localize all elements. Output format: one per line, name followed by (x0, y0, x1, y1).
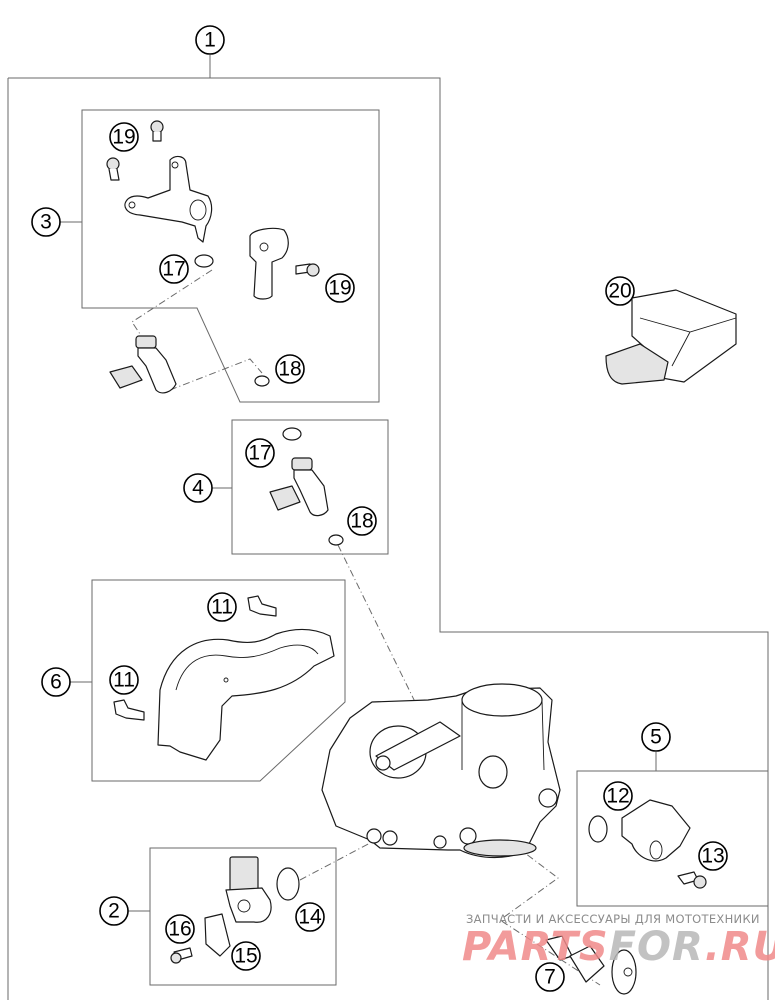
svg-text:11: 11 (113, 669, 135, 692)
o-ring-17-part (194, 254, 214, 268)
screw-11-part (113, 595, 277, 721)
svg-text:17: 17 (162, 258, 185, 281)
assembly-line (169, 358, 263, 391)
callout-13: 13 (698, 841, 728, 871)
svg-text:2: 2 (108, 900, 120, 923)
svg-text:15: 15 (234, 945, 257, 968)
control-unit-part (605, 289, 737, 385)
injector-part (109, 335, 177, 394)
callout-15: 15 (231, 941, 261, 971)
watermark-brand-parts: PARTS (462, 924, 609, 970)
callout-19: 19 (109, 122, 139, 152)
injector-holder-part (124, 155, 213, 243)
callout-2: 2 (99, 896, 129, 926)
callout-18: 18 (275, 354, 305, 384)
screw-19-part (106, 120, 320, 277)
svg-text:6: 6 (50, 671, 62, 694)
o-ring-17-part (282, 427, 302, 441)
assembly-1-frame (7, 55, 769, 1000)
svg-text:4: 4 (192, 477, 204, 500)
callout-5: 5 (641, 722, 671, 752)
svg-text:5: 5 (650, 726, 662, 749)
svg-text:20: 20 (608, 280, 631, 303)
svg-text:3: 3 (40, 211, 52, 234)
svg-text:14: 14 (298, 906, 322, 929)
sensor-5-part (588, 799, 707, 889)
svg-text:13: 13 (701, 845, 724, 868)
callout-11: 11 (207, 592, 237, 622)
svg-text:16: 16 (168, 918, 191, 941)
throttle-cover-part (157, 628, 335, 761)
idle-screw-part (545, 935, 637, 995)
svg-text:18: 18 (350, 510, 373, 533)
svg-text:12: 12 (606, 785, 629, 808)
callout-11: 11 (109, 665, 139, 695)
callout-20: 20 (605, 276, 635, 306)
injector-part (269, 457, 329, 517)
svg-text:18: 18 (278, 358, 301, 381)
callout-3: 3 (31, 207, 61, 237)
callout-12: 12 (603, 781, 633, 811)
watermark-tagline: ЗАПЧАСТИ И АКСЕССУАРЫ ДЛЯ МОТОТЕХНИКИ (466, 912, 760, 926)
o-ring-18-part (254, 375, 270, 387)
callout-19: 19 (325, 273, 355, 303)
throttle-body-part (321, 683, 561, 859)
watermark-logo: PARTSFOR.RU (462, 924, 775, 970)
callout-17: 17 (159, 254, 189, 284)
assembly-line (499, 837, 601, 986)
assembly-line (337, 544, 421, 713)
svg-text:19: 19 (112, 126, 135, 149)
callout-16: 16 (165, 914, 195, 944)
kit-6-frame (70, 579, 346, 782)
callout-4: 4 (183, 473, 213, 503)
callout-1: 1 (195, 25, 225, 55)
svg-text:19: 19 (328, 277, 351, 300)
o-ring-18-part (328, 534, 344, 546)
kit-2-frame (128, 847, 337, 986)
svg-text:7: 7 (544, 966, 556, 989)
callout-7: 7 (535, 962, 565, 992)
sensor-2-part (170, 856, 300, 964)
callout-14: 14 (295, 902, 325, 932)
kit-5-frame (576, 752, 769, 907)
watermark-brand-for: FOR (608, 924, 705, 970)
svg-text:11: 11 (211, 596, 233, 619)
callout-6: 6 (41, 667, 71, 697)
watermark-brand-ru: .RU (704, 924, 775, 970)
callout-17: 17 (245, 438, 275, 468)
svg-text:17: 17 (248, 442, 271, 465)
kit-4-frame (212, 419, 389, 555)
callout-18: 18 (347, 506, 377, 536)
kit-3-frame (60, 109, 380, 403)
svg-text:1: 1 (204, 29, 216, 52)
fuel-connector-part (249, 227, 289, 300)
